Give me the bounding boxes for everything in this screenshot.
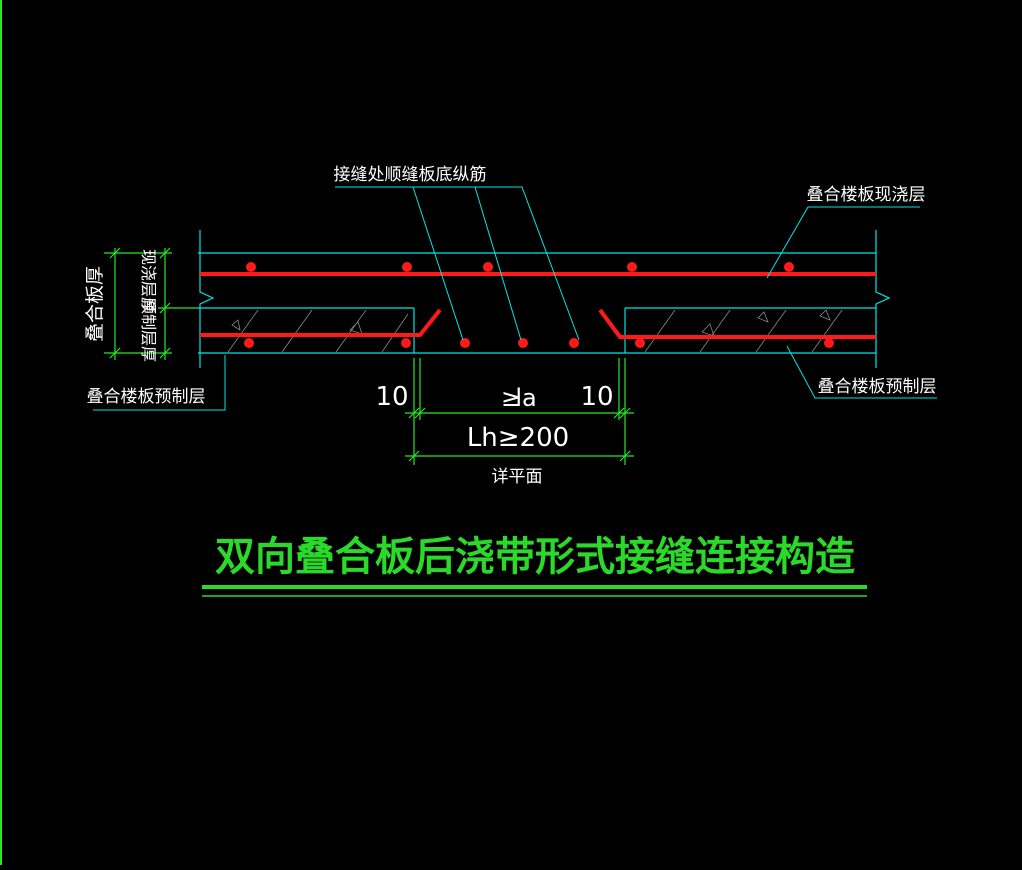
rebar-dot bbox=[627, 262, 637, 272]
top-rebar-note: 接缝处顺缝板底纵筋 bbox=[334, 165, 487, 185]
dim-la: la bbox=[515, 384, 536, 412]
dim-lh: Lh≥200 bbox=[467, 423, 569, 453]
rebar-dot bbox=[244, 338, 254, 348]
drawing-title: 双向叠合板后浇带形式接缝连接构造 bbox=[215, 534, 855, 580]
rebar-dot bbox=[401, 338, 411, 348]
rebar-dot bbox=[402, 262, 412, 272]
rebar-dot bbox=[460, 338, 470, 348]
rebar-dot bbox=[824, 338, 834, 348]
precast-layer-label-left: 叠合楼板预制层 bbox=[87, 387, 206, 407]
precast-hatch-left bbox=[227, 309, 409, 353]
rebar-dot bbox=[518, 338, 528, 348]
dim-la-prefix: ≥ bbox=[501, 384, 521, 412]
rebar-dot bbox=[569, 338, 579, 348]
rebar-group bbox=[200, 262, 876, 348]
joint-dimensions bbox=[405, 358, 634, 465]
precast-thickness-label: 预制层厚 bbox=[139, 298, 158, 362]
bottom-rebar-left bbox=[200, 308, 442, 337]
rebar-dot bbox=[483, 262, 493, 272]
thickness-dimensions bbox=[104, 247, 198, 360]
dim-right-10: 10 bbox=[580, 382, 613, 412]
slab-thickness-label: 叠合板厚 bbox=[84, 266, 106, 342]
dim-detail-note: 详平面 bbox=[492, 467, 543, 487]
leader-lines bbox=[93, 186, 937, 411]
dim-left-10: 10 bbox=[375, 382, 408, 412]
precast-hatch-right bbox=[644, 309, 843, 353]
bottom-rebar-right bbox=[598, 308, 876, 339]
precast-layer-label-right: 叠合楼板预制层 bbox=[818, 377, 937, 397]
rebar-dot bbox=[246, 262, 256, 272]
rebar-dot bbox=[784, 262, 794, 272]
cast-thickness-label: 现浇层厚 bbox=[139, 249, 158, 313]
rebar-dot bbox=[635, 338, 645, 348]
slab-outline bbox=[198, 230, 891, 368]
cast-layer-label-right: 叠合楼板现浇层 bbox=[807, 185, 926, 205]
